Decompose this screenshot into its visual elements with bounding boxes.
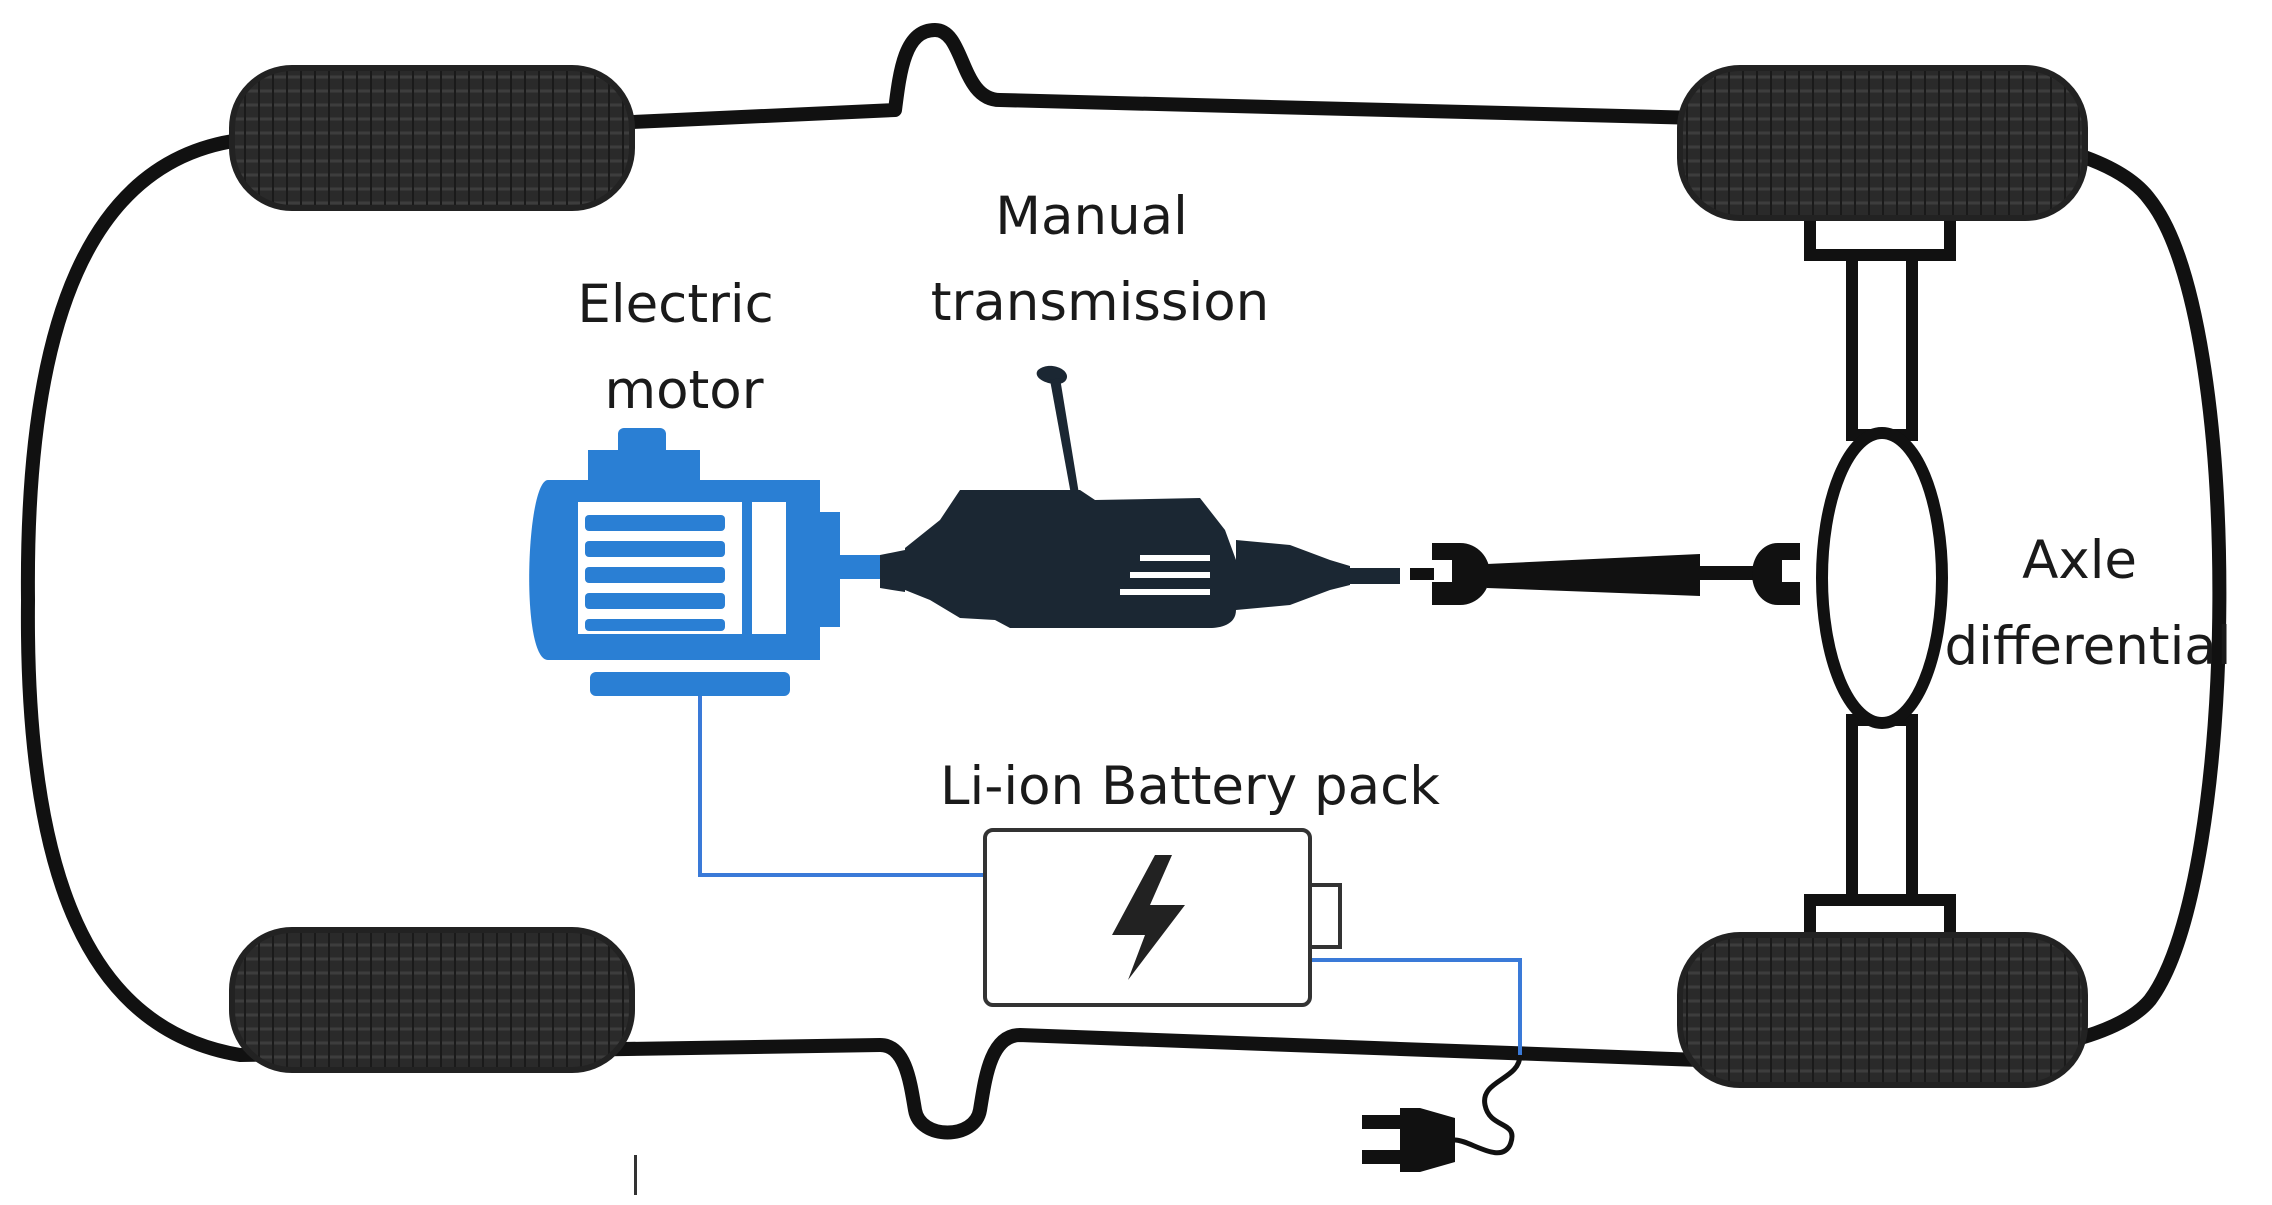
wheel-front-right <box>229 927 635 1073</box>
electric-motor-icon <box>529 428 900 696</box>
label-manual-transmission: Manual transmission <box>931 186 1270 333</box>
rear-axle <box>1804 209 1956 946</box>
label-electric-motor: Electric motor <box>577 274 790 421</box>
charging-plug-icon <box>1362 1054 1523 1172</box>
label-axle-differential: Axle differential <box>1944 530 2231 677</box>
manual-transmission-icon <box>880 365 1400 628</box>
stray-mark <box>634 1155 637 1195</box>
drive-shaft <box>1410 543 1800 605</box>
battery-charge-wire <box>1310 958 1522 1055</box>
motor-battery-wire <box>698 690 985 877</box>
battery-pack-icon <box>983 828 1342 1007</box>
lightning-bolt-icon <box>1112 855 1185 980</box>
wheel-rear-left <box>1677 65 2088 221</box>
label-battery-pack: Li-ion Battery pack <box>940 756 1440 817</box>
differential-housing <box>1816 427 1948 729</box>
wheel-rear-right <box>1677 932 2088 1088</box>
wheel-front-left <box>229 65 635 211</box>
